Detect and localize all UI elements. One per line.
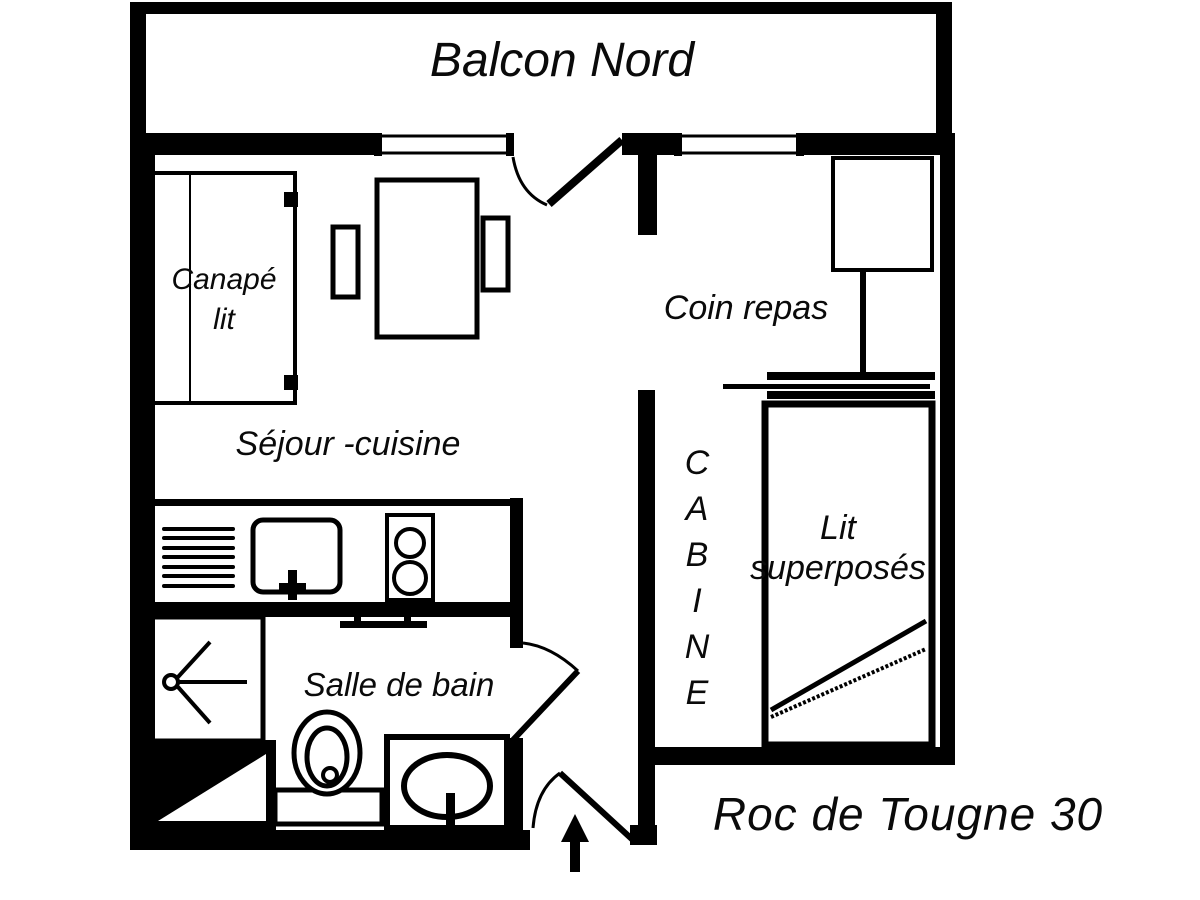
sofa-bed-label-line1: Canapé (171, 263, 277, 296)
balcony-left-wall (130, 2, 146, 135)
balcony-door-swing-arc (511, 156, 548, 207)
bunk-bed-label-line2: superposés (750, 549, 926, 587)
east-wall (940, 133, 955, 765)
chair-left (330, 224, 361, 300)
dining-area-label: Coin repas (663, 289, 829, 327)
drainer-rack (162, 527, 235, 588)
sofa-bed-hinge-bottom (284, 375, 298, 390)
sofa-bed (151, 171, 297, 405)
entrance-door-leaf (557, 770, 637, 844)
bunk-bed-label: Lit superposés (738, 508, 938, 588)
washbasin-right-wall (510, 738, 523, 830)
doors (340, 136, 637, 844)
north-wall-mid-segment (622, 133, 677, 155)
window-north-left-cap-a (374, 133, 382, 156)
cabin-wall-top-stub (638, 155, 657, 235)
window-north-right-cap-b (796, 133, 804, 156)
cabin-bottom-wall (655, 747, 955, 765)
dining-cupboard (831, 156, 934, 272)
shower-head (162, 673, 180, 691)
shower-spray-up (176, 640, 212, 679)
window-north-left (376, 134, 514, 155)
windows (374, 133, 804, 156)
chair-right (480, 215, 511, 293)
stove-burner-bottom (392, 560, 428, 596)
kitchen-bathroom-wall (130, 602, 523, 617)
cabin-letter: E (685, 674, 709, 712)
bunk-bed-ladder-rail-upper (769, 618, 928, 713)
cabin-partition-line-top (767, 372, 935, 380)
cabin-wall-foot (630, 825, 657, 845)
bathroom (140, 614, 510, 850)
cabin-letter: A (685, 490, 709, 528)
living-room-furniture (151, 171, 511, 405)
balcony-door-leaf (546, 136, 625, 208)
sliding-door-tick-b (404, 612, 411, 624)
sofa-bed-label-line2: lit (213, 303, 235, 336)
bunk-bed-ladder-rail-lower (770, 647, 927, 719)
washbasin-faucet (446, 793, 455, 826)
stove (385, 513, 435, 602)
dining-table (374, 177, 480, 340)
bunk-bed (761, 400, 936, 749)
duct-block-notch (158, 754, 266, 821)
cabin-letter: B (685, 536, 709, 574)
living-room-label: Séjour -cuisine (235, 425, 461, 463)
entrance-door-swing-arc (531, 771, 561, 829)
window-north-right (676, 134, 804, 155)
kitchen (155, 499, 510, 602)
cabin-letter: C (684, 444, 710, 482)
window-north-right-cap-a (674, 133, 682, 156)
north-wall-right-segment (803, 133, 955, 155)
toilet-bowl-inner (304, 725, 350, 789)
cabin-letter: I (692, 582, 702, 620)
entrance-arrow (561, 814, 589, 872)
toilet-drain (321, 766, 339, 784)
north-wall-left-segment (130, 133, 377, 155)
sofa-bed-label: Canapé lit (153, 260, 295, 340)
balcony-right-wall (936, 2, 952, 135)
sliding-door-track (340, 621, 427, 628)
sofa-bed-hinge-top (284, 192, 298, 207)
bunk-bed-label-line1: Lit (820, 509, 856, 547)
dining-cabin-furniture (723, 156, 936, 749)
dining-cupboard-leg (860, 270, 866, 374)
cabin-label: C A B I N E (667, 440, 727, 716)
window-north-left-cap-b (506, 133, 514, 156)
cabin-letter: N (684, 628, 710, 666)
bathroom-label: Salle de bain (303, 666, 495, 703)
cabin-left-wall (638, 390, 655, 832)
kitchen-faucet-bar (279, 583, 306, 590)
cabin-partition-line-mid (723, 384, 930, 389)
bathroom-door-swing-arc (522, 641, 580, 673)
stove-burner-top (394, 527, 426, 559)
cabin-partition-line-bottom (767, 391, 935, 399)
shower-spray-down (176, 685, 212, 725)
bathroom-right-wall (510, 498, 523, 648)
kitchen-counter-edge (155, 499, 510, 506)
balcony-label: Balcon Nord (429, 34, 695, 87)
bathroom-door-leaf (510, 668, 581, 743)
plan-title: Roc de Tougne 30 (712, 788, 1104, 840)
bathroom-sliding-door (340, 612, 427, 628)
sliding-door-tick-a (354, 612, 361, 624)
balcony-top-wall (130, 2, 952, 14)
